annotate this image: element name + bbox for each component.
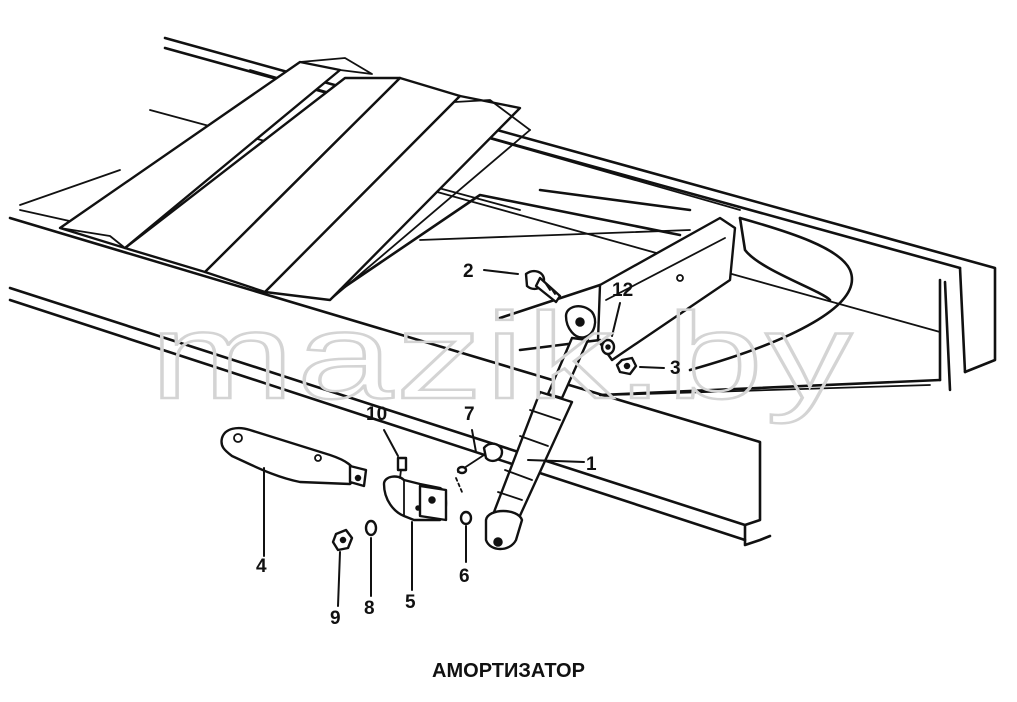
callout-3: 3 bbox=[670, 358, 681, 379]
callout-7: 7 bbox=[464, 404, 475, 425]
callout-2: 2 bbox=[463, 261, 474, 282]
watermark-text: mazik.by bbox=[150, 288, 855, 424]
lower-linkage bbox=[220, 426, 504, 552]
shock-absorber bbox=[484, 305, 597, 551]
upper-fasteners bbox=[524, 269, 638, 376]
callouts: 1 2 3 4 5 6 7 8 9 10 12 bbox=[256, 261, 681, 629]
callout-8: 8 bbox=[364, 598, 375, 619]
leader-lines bbox=[263, 269, 665, 607]
callout-1: 1 bbox=[586, 454, 597, 475]
callout-10: 10 bbox=[366, 404, 387, 425]
callout-5: 5 bbox=[405, 592, 416, 613]
callout-4: 4 bbox=[256, 556, 267, 577]
vehicle-frame bbox=[8, 36, 997, 547]
diagram-caption: АМОРТИЗАТОР bbox=[432, 660, 585, 682]
callout-9: 9 bbox=[330, 608, 341, 629]
callout-12: 12 bbox=[612, 280, 633, 301]
top-cross-plates bbox=[58, 57, 692, 302]
callout-6: 6 bbox=[459, 566, 470, 587]
